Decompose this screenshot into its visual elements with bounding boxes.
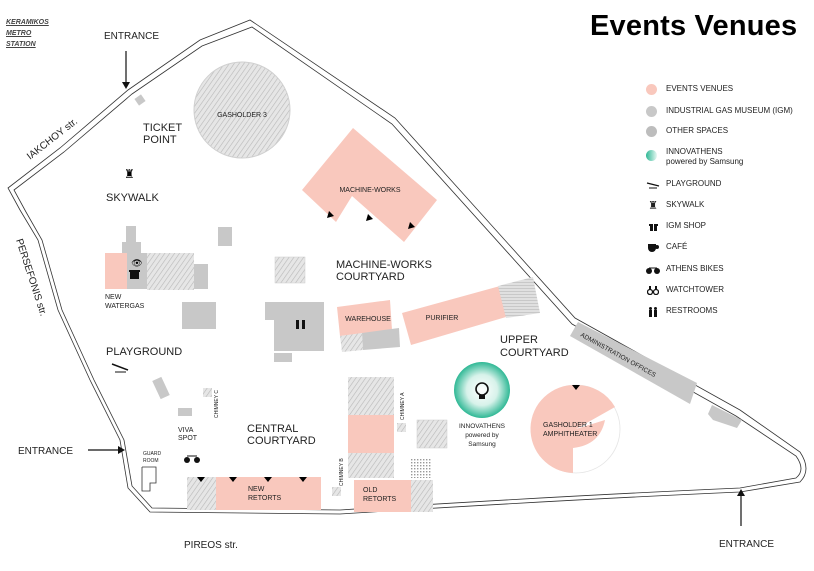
viva-spot-label-2: SPOT bbox=[178, 435, 198, 442]
new-retorts-label-1: NEW bbox=[248, 486, 265, 493]
legend-igm: INDUSTRIAL GAS MUSEUM (IGM) bbox=[646, 106, 793, 117]
small-building bbox=[178, 408, 192, 416]
chimney-b bbox=[332, 487, 341, 496]
legend-athens-bikes: ATHENS BIKES bbox=[646, 264, 724, 275]
guard-room-label-2: ROOM bbox=[143, 458, 159, 464]
street-persefonis: PERSEFONIS str. bbox=[13, 238, 48, 318]
legend-watchtower: WATCHTOWER bbox=[646, 285, 724, 296]
legend-igm-shop: IGM SHOP bbox=[646, 221, 706, 232]
central-courtyard-label-1: CENTRAL bbox=[247, 423, 298, 435]
site-boundary bbox=[7, 19, 807, 515]
gasholder-3[interactable]: GASHOLDER 3 bbox=[193, 61, 291, 159]
new-retorts-venue[interactable]: NEW RETORTS bbox=[187, 477, 321, 510]
new-watergas-label-1: NEW bbox=[105, 294, 122, 301]
skywalk-label: SKYWALK bbox=[106, 192, 159, 204]
hatched-building bbox=[274, 256, 306, 284]
binoculars-icon bbox=[646, 285, 660, 296]
restroom-icon bbox=[296, 320, 305, 329]
entrance-north[interactable]: ENTRANCE bbox=[104, 31, 159, 89]
chimney-c-label: CHIMNEY C bbox=[214, 390, 220, 418]
gift-icon bbox=[646, 221, 660, 232]
warehouse-venue[interactable]: WAREHOUSE bbox=[337, 300, 400, 352]
upper-courtyard-label-2: COURTYARD bbox=[500, 347, 569, 359]
bike-icon bbox=[184, 455, 200, 463]
central-courtyard-label-2: COURTYARD bbox=[247, 435, 316, 447]
gift-icon bbox=[129, 270, 140, 279]
cafe-kiosk bbox=[218, 227, 232, 246]
purifier-venue[interactable]: PURIFIER bbox=[402, 277, 540, 345]
metro-station-label[interactable]: KERAMIKOS METRO STATION bbox=[6, 19, 49, 48]
playground-icon bbox=[111, 363, 129, 373]
restroom-building bbox=[265, 302, 324, 362]
chimney-a-complex: CHIMNEY A bbox=[348, 377, 448, 478]
entrance-label: ENTRANCE bbox=[719, 539, 774, 550]
bike-icon bbox=[646, 264, 660, 275]
guard-room-label-1: GUARD bbox=[143, 451, 161, 457]
playground-icon bbox=[646, 179, 660, 190]
new-watergas-label-2: WATERGAS bbox=[105, 303, 145, 310]
gasholder-1-amphitheater[interactable]: GASHOLDER 1 AMPHITHEATER bbox=[530, 384, 621, 474]
skywalk-icon: ♜ bbox=[124, 167, 135, 181]
legend-cafe: CAFÉ bbox=[646, 242, 687, 253]
innovathens-label-2: powered by bbox=[465, 432, 499, 439]
innovathens-label-1: INNOVATHENS bbox=[459, 423, 506, 430]
old-retorts-venue[interactable]: OLD RETORTS bbox=[354, 480, 433, 512]
chimney-b-label: CHIMNEY B bbox=[339, 458, 345, 486]
entrance-south[interactable]: ENTRANCE bbox=[719, 489, 774, 550]
innovathens-venue[interactable]: INNOVATHENS powered by Samsung bbox=[454, 362, 510, 448]
innovathens-label-3: Samsung bbox=[468, 441, 496, 448]
new-watergas[interactable]: 👁 NEW WATERGAS bbox=[105, 226, 208, 310]
ticket-point-label-2: POINT bbox=[143, 134, 177, 146]
gasholder-3-label: GASHOLDER 3 bbox=[217, 112, 267, 119]
guard-room: GUARD ROOM bbox=[141, 451, 161, 492]
old-retorts-label-1: OLD bbox=[363, 487, 377, 494]
machine-works-venue[interactable]: MACHINE-WORKS bbox=[302, 128, 437, 242]
playground-label: PLAYGROUND bbox=[106, 346, 182, 358]
other-spaces-swatch bbox=[646, 126, 657, 137]
binoculars-icon: 👁 bbox=[131, 258, 142, 268]
legend-other-spaces: OTHER SPACES bbox=[646, 126, 728, 137]
upper-courtyard-label-1: UPPER bbox=[500, 334, 538, 346]
warehouse-label: WAREHOUSE bbox=[345, 316, 391, 323]
new-retorts-label-2: RETORTS bbox=[248, 495, 282, 502]
small-building bbox=[152, 376, 170, 400]
street-iakchoy: IAKCHOY str. bbox=[25, 116, 80, 162]
legend-events-venues: EVENTS VENUES bbox=[646, 84, 733, 95]
entrance-label: ENTRANCE bbox=[104, 31, 159, 42]
machine-works-label: MACHINE-WORKS bbox=[339, 187, 400, 194]
entrance-west[interactable]: ENTRANCE bbox=[18, 446, 125, 457]
legend-restrooms: RESTROOMS bbox=[646, 306, 718, 317]
cafe-icon bbox=[646, 242, 660, 253]
gasholder-1-label-2: AMPHITHEATER bbox=[543, 431, 597, 438]
restroom-icon bbox=[646, 306, 660, 317]
street-pireos: PIREOS str. bbox=[184, 540, 238, 551]
ticket-point-label-1: TICKET bbox=[143, 122, 182, 134]
legend-playground: PLAYGROUND bbox=[646, 179, 721, 190]
administration-label: ADMINISTRATION OFFICES bbox=[579, 332, 657, 380]
events-venue-swatch bbox=[646, 84, 657, 95]
old-retorts-label-2: RETORTS bbox=[363, 496, 397, 503]
igm-swatch bbox=[646, 106, 657, 117]
chimney-a-label: CHIMNEY A bbox=[400, 392, 406, 420]
viva-spot-label-1: VIVA bbox=[178, 427, 194, 434]
purifier-label: PURIFIER bbox=[426, 315, 459, 322]
page-title: Events Venues bbox=[590, 10, 798, 42]
skywalk-icon: ♜ bbox=[648, 200, 658, 212]
ticket-booth bbox=[134, 94, 146, 106]
machine-works-courtyard-label-1: MACHINE-WORKS bbox=[336, 259, 432, 271]
chimney-c bbox=[203, 388, 212, 397]
gasholder-1-label-1: GASHOLDER 1 bbox=[543, 422, 593, 429]
entrance-label: ENTRANCE bbox=[18, 446, 73, 457]
innovathens-swatch bbox=[646, 150, 657, 161]
legend-skywalk: ♜ SKYWALK bbox=[646, 200, 704, 212]
machine-works-courtyard-label-2: COURTYARD bbox=[336, 271, 405, 283]
cafe-building bbox=[182, 302, 216, 329]
